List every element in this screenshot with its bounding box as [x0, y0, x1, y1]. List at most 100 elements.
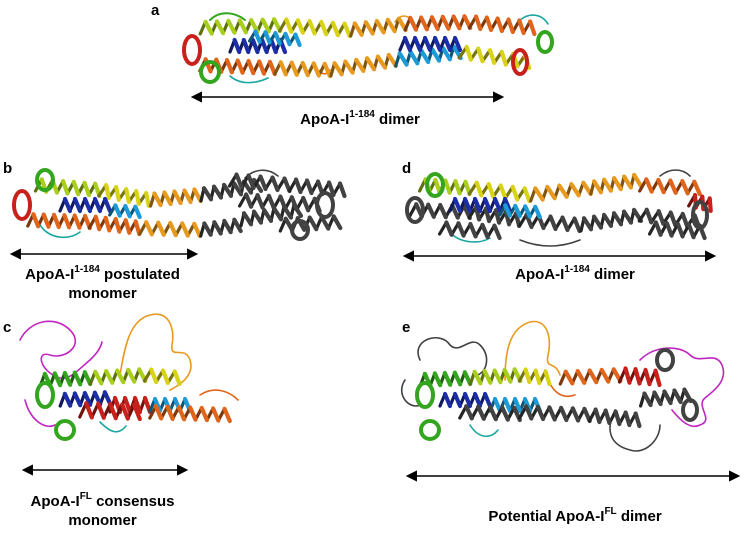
- helix: [148, 404, 232, 424]
- helix: [638, 177, 702, 197]
- helix-front-strands: [62, 196, 113, 214]
- helix-front-strands: [332, 52, 398, 77]
- helix-back-strands: [87, 215, 138, 235]
- helix-front-strands: [201, 177, 264, 202]
- helix-front-strands: [533, 180, 593, 202]
- helix: [518, 404, 592, 424]
- helix-front-strands: [202, 217, 243, 237]
- helix-front-strands: [581, 207, 644, 232]
- helix-front-strands: [244, 192, 322, 214]
- helix-front-strands: [623, 366, 662, 388]
- helix-back-strands: [394, 45, 456, 68]
- helix-back-strands: [238, 192, 317, 212]
- helix-back-strands: [587, 407, 638, 427]
- helix: [418, 370, 473, 388]
- helix-end-view: [54, 419, 76, 441]
- helix-end-view: [35, 168, 55, 192]
- helix: [498, 203, 542, 220]
- helix-front-strands: [104, 183, 151, 208]
- coil-gray: [609, 409, 661, 452]
- helix: [517, 212, 582, 234]
- helix: [239, 202, 304, 228]
- helix-front-strands: [234, 172, 292, 194]
- helix-back-strands: [467, 181, 527, 202]
- helix: [438, 391, 493, 409]
- coil-magenta: [24, 399, 56, 427]
- helix: [138, 220, 202, 239]
- helix-back-strands: [199, 218, 236, 238]
- helix: [58, 196, 113, 214]
- helix: [248, 29, 302, 48]
- helix-back-strands: [418, 370, 467, 388]
- helix-back-strands: [142, 367, 177, 385]
- helix-back-strands: [239, 203, 296, 228]
- helix: [227, 172, 292, 194]
- helix-end-view: [290, 219, 310, 241]
- helix-end-view: [12, 189, 32, 221]
- helix-back-strands: [287, 177, 342, 197]
- helix-back-strands: [438, 220, 496, 239]
- helix-front-strands: [241, 202, 304, 227]
- helix: [287, 177, 347, 199]
- helix: [108, 395, 153, 415]
- helix: [394, 44, 463, 68]
- helix: [403, 14, 473, 32]
- helix: [637, 207, 702, 231]
- helix: [88, 367, 148, 386]
- helix-front-strands: [113, 203, 142, 220]
- helix-front-strands: [592, 172, 643, 195]
- helix-back-strands: [558, 367, 616, 386]
- helix-end-view: [691, 200, 709, 230]
- helix-front-strands: [42, 370, 93, 388]
- helix: [467, 14, 537, 37]
- helix: [408, 202, 472, 221]
- helix: [38, 370, 93, 388]
- helix: [438, 220, 502, 241]
- helix-front-strands: [352, 16, 408, 37]
- helix-front-strands: [203, 17, 283, 36]
- helix-end-view: [199, 60, 221, 84]
- caption-b: ApoA-I1-184 postulated monomer: [25, 264, 180, 303]
- helix: [149, 187, 203, 208]
- helix-front-strands: [473, 204, 522, 228]
- helix-back-strands: [398, 36, 457, 52]
- helix-front-strands: [232, 37, 288, 55]
- helix-back-strands: [518, 404, 586, 423]
- helix-a-top-left: [198, 17, 283, 36]
- helix-back-strands: [148, 397, 187, 413]
- helix: [97, 183, 151, 208]
- helix: [199, 217, 243, 238]
- helix-back-strands: [329, 53, 391, 78]
- helix: [398, 35, 463, 53]
- helix-back-strands: [648, 220, 702, 239]
- helix-back-strands: [639, 387, 686, 408]
- helix-front-strands: [464, 44, 532, 70]
- helix-back-strands: [349, 17, 401, 38]
- helix-back-strands: [498, 203, 537, 219]
- helix-front-strands: [452, 196, 513, 214]
- helix-back-strands: [198, 17, 276, 36]
- helix-back-strands: [617, 366, 658, 386]
- coil-gray: [417, 336, 488, 376]
- helix-front-strands: [62, 390, 113, 408]
- helix: [87, 214, 142, 237]
- helix-end-view: [511, 48, 529, 76]
- helix: [108, 203, 142, 220]
- helix-back-strands: [228, 38, 282, 54]
- helix-end-view: [655, 348, 675, 372]
- helix-end-view: [182, 34, 202, 66]
- helix: [33, 177, 102, 199]
- helix-end-view: [35, 381, 55, 409]
- panel-label-c: c: [3, 319, 12, 336]
- helix-back-strands: [248, 29, 297, 46]
- helix-front-strands: [144, 220, 202, 239]
- helix: [448, 196, 513, 214]
- helix-front-strands: [84, 401, 142, 422]
- helix-end-view: [536, 30, 554, 54]
- coil-loop: [469, 424, 499, 438]
- helix: [329, 52, 398, 78]
- helix-back-strands: [467, 14, 532, 35]
- helix-front-strands: [474, 180, 532, 204]
- helix-back-strands: [227, 172, 287, 192]
- helix-back-strands: [97, 183, 148, 206]
